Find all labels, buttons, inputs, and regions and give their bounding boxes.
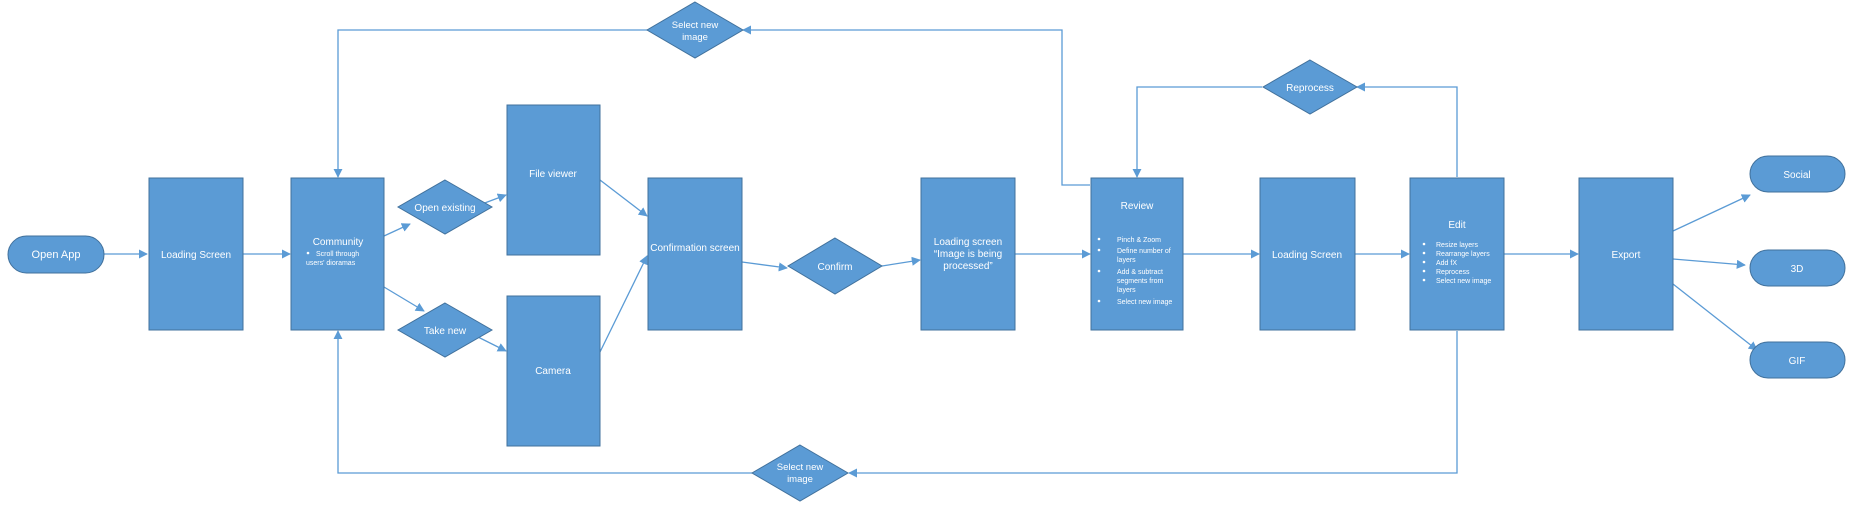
edge-file-viewer-to-confirmation [599, 179, 648, 217]
node-gif[interactable]: GIF [1749, 341, 1846, 379]
node-select-new-bottom-line1: Select new [777, 462, 824, 473]
node-community-item-1b: users' dioramas [306, 260, 356, 267]
edge-select-new-bottom-to-community [333, 330, 752, 474]
node-take-new[interactable]: Take new [396, 302, 494, 358]
node-social[interactable]: Social [1749, 155, 1846, 193]
node-edit-item-1: Resize layers [1436, 242, 1479, 249]
node-camera-label: Camera [535, 366, 571, 377]
bullet-icon [1422, 242, 1426, 246]
node-select-new-top-line1: Select new [672, 20, 719, 31]
edge-export-to-gif [1672, 283, 1758, 351]
node-open-existing-label: Open existing [414, 203, 475, 214]
node-confirm-label: Confirm [817, 262, 852, 273]
node-review-item-1: Pinch & Zoom [1117, 237, 1161, 244]
edge-export-to-3d [1672, 258, 1746, 269]
edge-confirmation-to-confirm [741, 261, 788, 272]
node-review-item-3c: layers [1117, 287, 1136, 294]
node-open-app[interactable]: Open App [7, 235, 105, 274]
node-confirmation-screen-label: Confirmation screen [650, 243, 739, 254]
node-open-existing[interactable]: Open existing [396, 179, 494, 235]
edge-edit-to-select-new-bottom [848, 331, 1458, 478]
node-loading-screen-2-line1: Loading screen [934, 237, 1002, 248]
edge-confirm-to-loading2 [881, 256, 921, 267]
node-review[interactable]: Review Pinch & Zoom Define number of lay… [1090, 177, 1184, 331]
edge-camera-to-confirmation [599, 255, 648, 353]
edge-review-to-select-new-top [742, 25, 1090, 186]
node-review-item-2b: layers [1117, 257, 1136, 264]
edge-select-new-top-to-community [333, 29, 648, 178]
node-select-new-top-line2: image [682, 32, 708, 43]
edge-community-to-open-existing [383, 223, 411, 237]
edge-edit-to-reprocess [1356, 82, 1458, 177]
node-edit-item-3: Add fX [1436, 260, 1457, 267]
edge-community-to-take-new [383, 286, 425, 312]
node-loading-screen-2[interactable]: Loading screen “Image is being processed… [920, 177, 1016, 331]
node-reprocess-label: Reprocess [1286, 83, 1334, 94]
edge-export-to-social [1672, 194, 1751, 232]
node-reprocess[interactable]: Reprocess [1261, 59, 1359, 115]
edge-reprocess-to-review [1132, 86, 1262, 178]
node-select-new-bottom-line2: image [787, 474, 813, 485]
node-edit-item-4: Reprocess [1436, 269, 1470, 276]
bullet-icon [1097, 237, 1101, 241]
node-select-new-image-top[interactable]: Select new image [646, 1, 744, 59]
node-community-item-1a: Scroll through [316, 251, 359, 258]
node-3d[interactable]: 3D [1749, 249, 1846, 287]
bullet-icon [1422, 251, 1426, 255]
node-gif-label: GIF [1789, 356, 1806, 367]
bullet-icon [1422, 278, 1426, 282]
node-loading-screen-2-line3: processed” [943, 261, 992, 272]
node-select-new-image-bottom[interactable]: Select new image [751, 444, 849, 502]
node-file-viewer[interactable]: File viewer [506, 104, 601, 256]
bullet-icon [1422, 260, 1426, 264]
bullet-icon [1097, 269, 1101, 273]
node-loading-screen-3-label: Loading Screen [1272, 250, 1342, 261]
bullet-icon [306, 251, 310, 255]
node-file-viewer-label: File viewer [529, 169, 577, 180]
node-community[interactable]: Community Scroll through users' dioramas [290, 177, 385, 331]
node-confirmation-screen[interactable]: Confirmation screen [647, 177, 743, 331]
node-take-new-label: Take new [424, 326, 467, 337]
node-review-item-2a: Define number of [1117, 248, 1171, 255]
node-edit[interactable]: Edit Resize layers Rearrange layers Add … [1409, 177, 1505, 331]
node-export-label: Export [1612, 250, 1641, 261]
node-review-title: Review [1121, 201, 1155, 212]
node-loading-screen-1-label: Loading Screen [161, 250, 231, 261]
node-review-item-4: Select new image [1117, 299, 1172, 306]
node-export[interactable]: Export [1578, 177, 1674, 331]
bullet-icon [1422, 269, 1426, 273]
node-loading-screen-1[interactable]: Loading Screen [148, 177, 244, 331]
node-social-label: Social [1783, 170, 1810, 181]
node-review-item-3a: Add & subtract [1117, 269, 1163, 276]
node-3d-label: 3D [1791, 264, 1804, 275]
node-loading-screen-2-line2: “Image is being [934, 249, 1002, 260]
node-edit-title: Edit [1448, 220, 1465, 231]
node-open-app-label: Open App [32, 249, 81, 261]
node-community-title: Community [313, 237, 364, 248]
node-edit-item-5: Select new image [1436, 278, 1491, 285]
node-confirm[interactable]: Confirm [787, 237, 883, 295]
bullet-icon [1097, 299, 1101, 303]
node-edit-item-2: Rearrange layers [1436, 251, 1490, 258]
bullet-icon [1097, 248, 1101, 252]
node-review-item-3b: segments from [1117, 278, 1163, 285]
node-camera[interactable]: Camera [506, 295, 601, 447]
node-loading-screen-3[interactable]: Loading Screen [1259, 177, 1356, 331]
